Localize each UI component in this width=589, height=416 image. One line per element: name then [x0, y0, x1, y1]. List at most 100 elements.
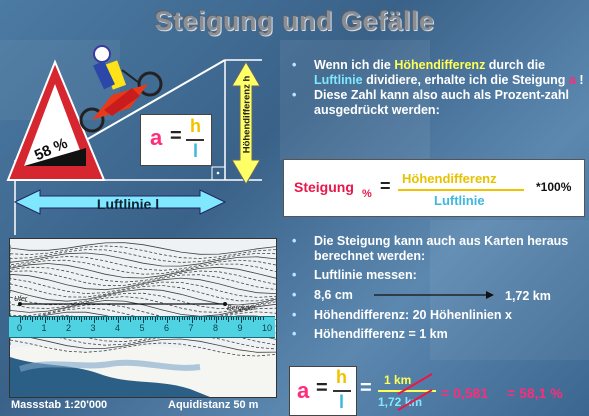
ruler-tick	[76, 317, 78, 320]
height-arrow	[231, 61, 261, 185]
ruler-tick	[39, 317, 41, 320]
ruler-tick	[118, 317, 119, 323]
ruler-tick	[213, 317, 215, 320]
ruler-tick	[181, 317, 183, 320]
ruler-tick	[230, 317, 232, 320]
ruler-tick	[122, 317, 124, 320]
ruler-tick	[201, 317, 203, 320]
background-tile	[280, 40, 430, 160]
ruler-tick-label: 8	[213, 323, 219, 333]
ruler-tick	[64, 317, 66, 320]
ruler-tick	[216, 317, 217, 323]
fraction-line	[378, 390, 436, 392]
ruler-tick	[98, 317, 100, 320]
fraction-numerator: 1 km	[384, 373, 412, 387]
contour-line	[10, 288, 276, 306]
ruler-tick-label: 1	[41, 323, 47, 333]
ruler-tick	[218, 317, 220, 320]
ruler-tick	[20, 317, 21, 323]
contour-line	[10, 259, 276, 275]
list-item: •8,6 cm	[292, 288, 353, 302]
ruler-tick-label: 7	[188, 323, 194, 333]
ruler-tick	[120, 317, 122, 320]
list-item: •Luftlinie messen:	[292, 268, 417, 282]
conversion-arrow	[374, 291, 494, 299]
ruler-tick	[71, 317, 73, 320]
contour-line	[10, 255, 276, 271]
ruler-tick	[225, 317, 227, 320]
ruler-tick	[113, 317, 115, 320]
ruler-tick	[147, 317, 149, 320]
percent-formula-box: Steigung % = Höhendifferenz Luftlinie *1…	[283, 159, 585, 217]
result-percent: = 58,1 %	[507, 385, 563, 401]
ruler-tick	[125, 317, 127, 320]
ruler-tick	[66, 317, 68, 320]
distance-arrow	[13, 189, 227, 215]
contour-line	[10, 278, 276, 298]
ruler-tick	[174, 317, 176, 320]
ruler-tick	[32, 317, 34, 322]
formula-eq: =	[360, 377, 372, 399]
ruler-tick	[144, 317, 146, 320]
map-equidistance: Aquidistanz 50 m	[168, 399, 259, 411]
slope-diagram	[6, 45, 262, 235]
ruler-tick	[206, 317, 208, 320]
ruler-tick	[198, 317, 200, 320]
warning-sign-icon	[6, 59, 106, 181]
formula-lhs: a	[297, 378, 310, 403]
steigung-label: Steigung	[294, 179, 354, 195]
ruler-tick	[132, 317, 134, 320]
ruler-tick	[223, 317, 225, 320]
fraction-denominator: 1,72 km	[378, 395, 423, 409]
ruler-tick	[240, 317, 242, 323]
contour-line	[10, 266, 276, 285]
contour-line	[10, 249, 276, 263]
ruler-tick	[164, 317, 166, 320]
formula-eq: =	[316, 377, 328, 399]
ruler-tick	[22, 317, 24, 320]
ruler-tick	[127, 317, 129, 320]
ruler-tick	[171, 317, 173, 320]
ruler-tick	[255, 317, 257, 320]
ruler-tick	[37, 317, 39, 320]
ruler-tick	[59, 317, 61, 320]
contour-line	[10, 303, 276, 321]
map-label-left: Ufer	[14, 296, 28, 303]
ruler-tick	[105, 317, 107, 322]
formula-denominator: Luftlinie	[434, 193, 485, 208]
ruler-tick-label: 6	[164, 323, 170, 333]
formula-times: *100%	[536, 180, 572, 194]
ruler-tick	[154, 317, 156, 322]
list-item: •Höhendifferenz = 1 km	[292, 327, 448, 341]
list-item: • Wenn ich die Höhendifferenz durch die …	[292, 58, 584, 87]
ruler-tick	[88, 317, 90, 320]
ruler-tick	[100, 317, 102, 320]
ruler-tick	[73, 317, 75, 320]
ruler-tick	[247, 317, 249, 320]
ruler-tick	[260, 317, 262, 320]
ruler-tick	[51, 317, 53, 320]
ruler-tick	[81, 317, 83, 322]
ruler-tick	[228, 317, 230, 322]
ruler-tick	[149, 317, 151, 320]
ruler-tick	[235, 317, 237, 320]
ruler-tick	[250, 317, 252, 320]
result-value: = 0,581	[441, 385, 489, 401]
ruler-tick	[61, 317, 63, 320]
ruler-tick	[140, 317, 142, 320]
contour-line	[10, 339, 276, 357]
map-scale: Massstab 1:20'000	[11, 399, 108, 411]
list-item: •Diese Zahl kann also auch als Prozent-z…	[292, 88, 569, 117]
map-label-right: Bergkam	[227, 305, 256, 312]
ruler-tick	[69, 317, 70, 323]
ruler-tick	[208, 317, 210, 320]
ruler-tick	[110, 317, 112, 320]
ruler-tick	[169, 317, 171, 320]
ruler-tick	[242, 317, 244, 320]
contour-line	[10, 273, 276, 294]
ruler-tick	[24, 317, 26, 320]
formula-den: l	[193, 141, 199, 161]
ruler-tick	[135, 317, 137, 320]
bullet-list-bottom: •Die Steigung kann auch aus Karten herau…	[286, 234, 586, 342]
